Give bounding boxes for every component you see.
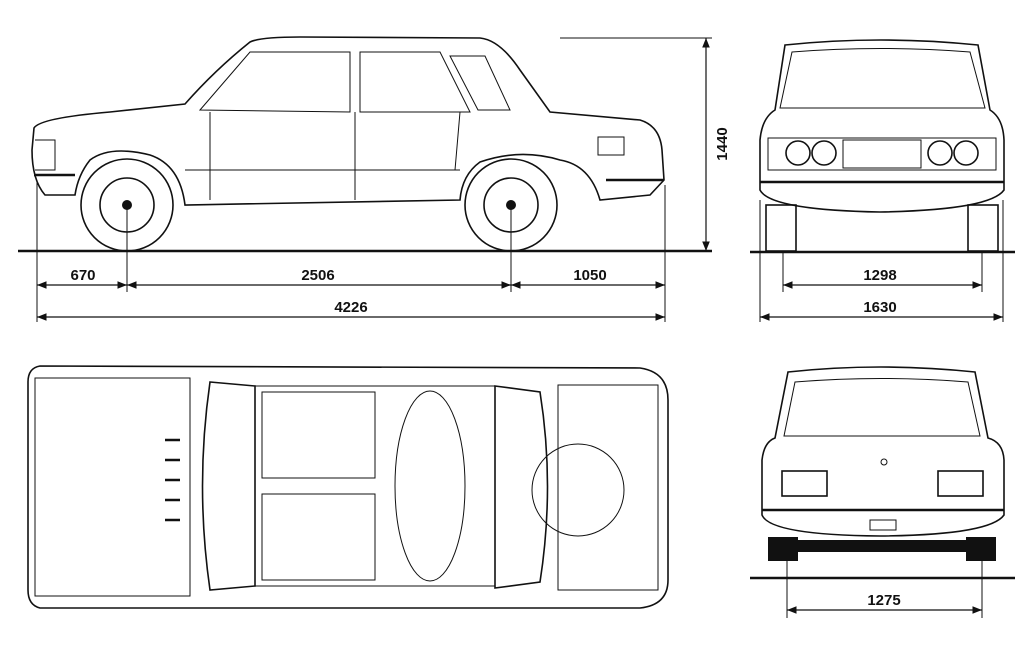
side-view: 670 2506 1050 4226 1440	[18, 36, 731, 322]
car-body-side	[31, 36, 665, 206]
dim-rear-track: 1275	[867, 592, 900, 609]
fuel-cap	[597, 136, 625, 156]
rear-left-tire	[768, 537, 798, 561]
dim-wheelbase: 2506	[301, 267, 334, 284]
dim-overall-width: 1630	[863, 299, 896, 316]
dim-overall-length: 4226	[334, 299, 367, 316]
rear-view: 1275	[750, 366, 1015, 618]
windshield	[779, 48, 986, 109]
rear-seat	[394, 390, 466, 582]
dim-rear-overhang: 1050	[573, 267, 606, 284]
windshield-top	[201, 381, 256, 591]
top-view	[27, 365, 669, 609]
front-right-tire	[967, 204, 999, 252]
dim-front-overhang: 670	[70, 267, 95, 284]
dim-front-track: 1298	[863, 267, 896, 284]
rear-right-tire	[966, 537, 996, 561]
left-tail-light	[781, 470, 828, 497]
car-body-top	[27, 365, 669, 609]
trunk-lid	[557, 384, 659, 591]
grille-area	[767, 137, 997, 171]
bumpers	[34, 173, 664, 182]
rear-window-top	[494, 385, 549, 589]
car-body-rear	[761, 366, 1005, 537]
car-body-front	[759, 39, 1005, 213]
dim-height: 1440	[714, 127, 731, 160]
front-left-tire	[765, 204, 797, 252]
rear-window	[783, 378, 981, 437]
hood	[34, 377, 191, 597]
right-tail-light	[937, 470, 984, 497]
spare-wheel	[531, 443, 625, 537]
side-windows	[198, 51, 511, 113]
front-view: 1298 1630	[750, 39, 1015, 322]
plate-light	[869, 519, 897, 531]
